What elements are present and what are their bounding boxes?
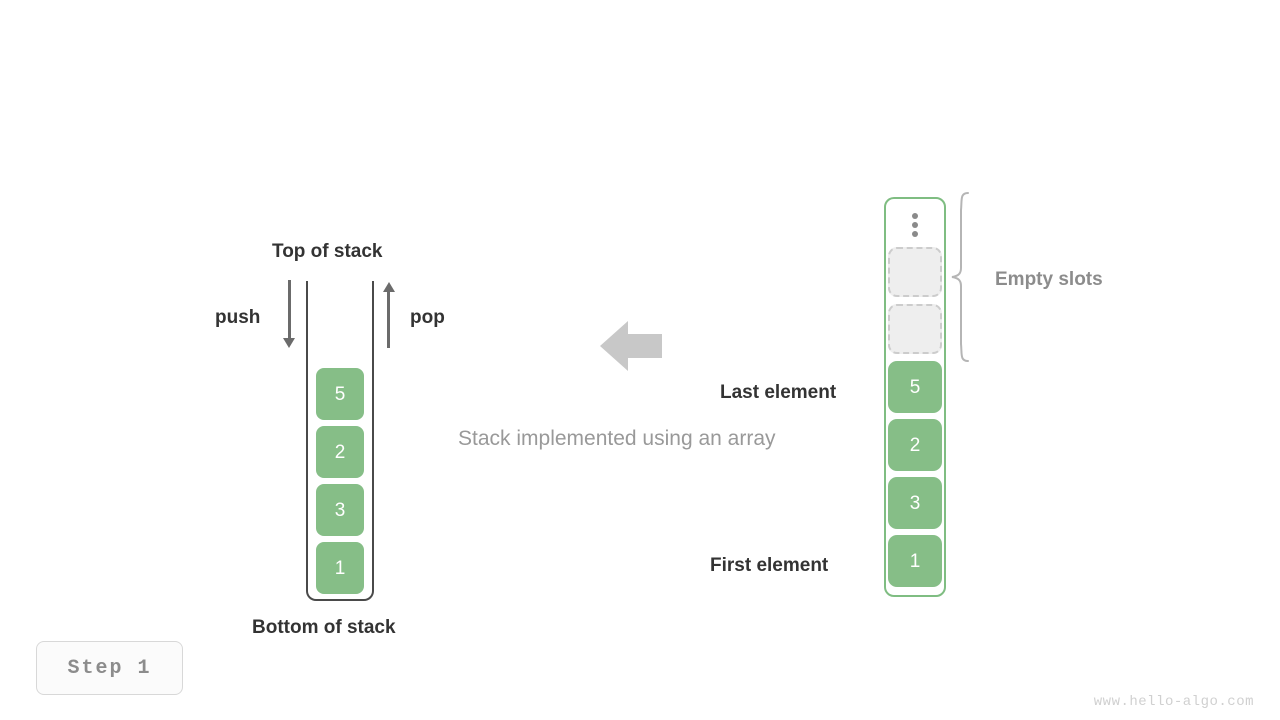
footer-url: www.hello-algo.com <box>1093 694 1254 710</box>
array-empty-slot <box>888 304 942 354</box>
stack-cell: 3 <box>316 484 364 536</box>
array-cell: 5 <box>888 361 942 413</box>
array-container: 5 2 3 1 <box>884 197 946 597</box>
stack-container: 5 2 3 1 <box>306 281 374 601</box>
last-element-label: Last element <box>720 382 837 403</box>
stack-cell: 2 <box>316 426 364 478</box>
curly-brace-icon <box>950 190 976 370</box>
top-of-stack-label: Top of stack <box>272 241 383 262</box>
first-element-label: First element <box>710 555 829 576</box>
array-slot-list: 5 2 3 1 <box>886 247 944 593</box>
bottom-of-stack-label: Bottom of stack <box>252 617 396 638</box>
stack-cell: 1 <box>316 542 364 594</box>
stack-cell-list: 5 2 3 1 <box>306 368 374 594</box>
step-badge: Step 1 <box>36 641 183 695</box>
arrow-left-icon <box>600 320 662 377</box>
array-empty-slot <box>888 247 942 297</box>
stack-cell: 5 <box>316 368 364 420</box>
array-cell: 3 <box>888 477 942 529</box>
push-label: push <box>215 307 261 328</box>
array-cell: 1 <box>888 535 942 587</box>
vertical-ellipsis-icon <box>886 213 944 240</box>
empty-slots-label: Empty slots <box>995 269 1103 290</box>
array-cell: 2 <box>888 419 942 471</box>
diagram-caption: Stack implemented using an array <box>458 427 776 450</box>
pop-label: pop <box>410 307 445 328</box>
